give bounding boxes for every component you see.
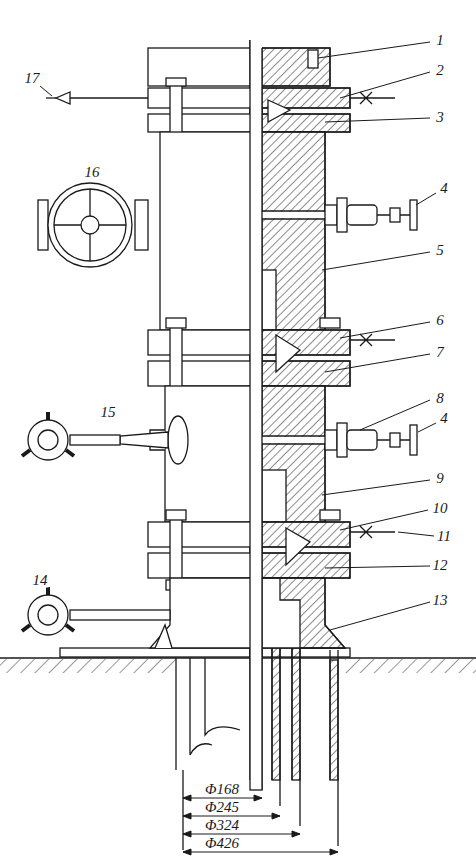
callout-number: 8 (435, 391, 445, 406)
base-plate (60, 648, 350, 657)
callout-number: 9 (435, 471, 445, 486)
leader-lines (40, 42, 436, 630)
callout-number: 3 (435, 110, 445, 125)
callout-number: 17 (24, 71, 41, 86)
callout-number: 2 (435, 63, 445, 78)
gate-valve (38, 183, 148, 267)
callout-number: 10 (432, 501, 449, 516)
callout-number: 12 (432, 558, 449, 573)
dimension-label: Φ324 (204, 818, 240, 833)
callout-number: 1 (435, 33, 445, 48)
callout-number: 15 (100, 405, 117, 420)
side-valve (325, 198, 417, 457)
callout-number: 11 (436, 529, 452, 544)
dimension-label: Φ168 (204, 782, 240, 797)
gauge-cock (350, 92, 395, 538)
dimension-label: Φ245 (204, 800, 240, 815)
callout-number: 13 (432, 593, 449, 608)
dimension-lines (183, 795, 338, 855)
callout-number: 4 (439, 411, 449, 426)
needle-valve (46, 92, 148, 104)
callout-number: 14 (32, 573, 49, 588)
callout-number: 4 (439, 181, 449, 196)
union-valve (22, 412, 188, 464)
callout-number: 6 (435, 313, 445, 328)
callout-number: 7 (435, 345, 445, 360)
upper-spool (160, 132, 325, 330)
callout-number: 16 (84, 165, 101, 180)
top-cap (148, 48, 330, 86)
union-outlet (22, 587, 172, 648)
middle-spool (165, 386, 325, 522)
callout-number: 5 (435, 243, 445, 258)
dimension-label: Φ426 (204, 836, 240, 851)
casing-head (150, 578, 345, 648)
ground (0, 658, 476, 673)
